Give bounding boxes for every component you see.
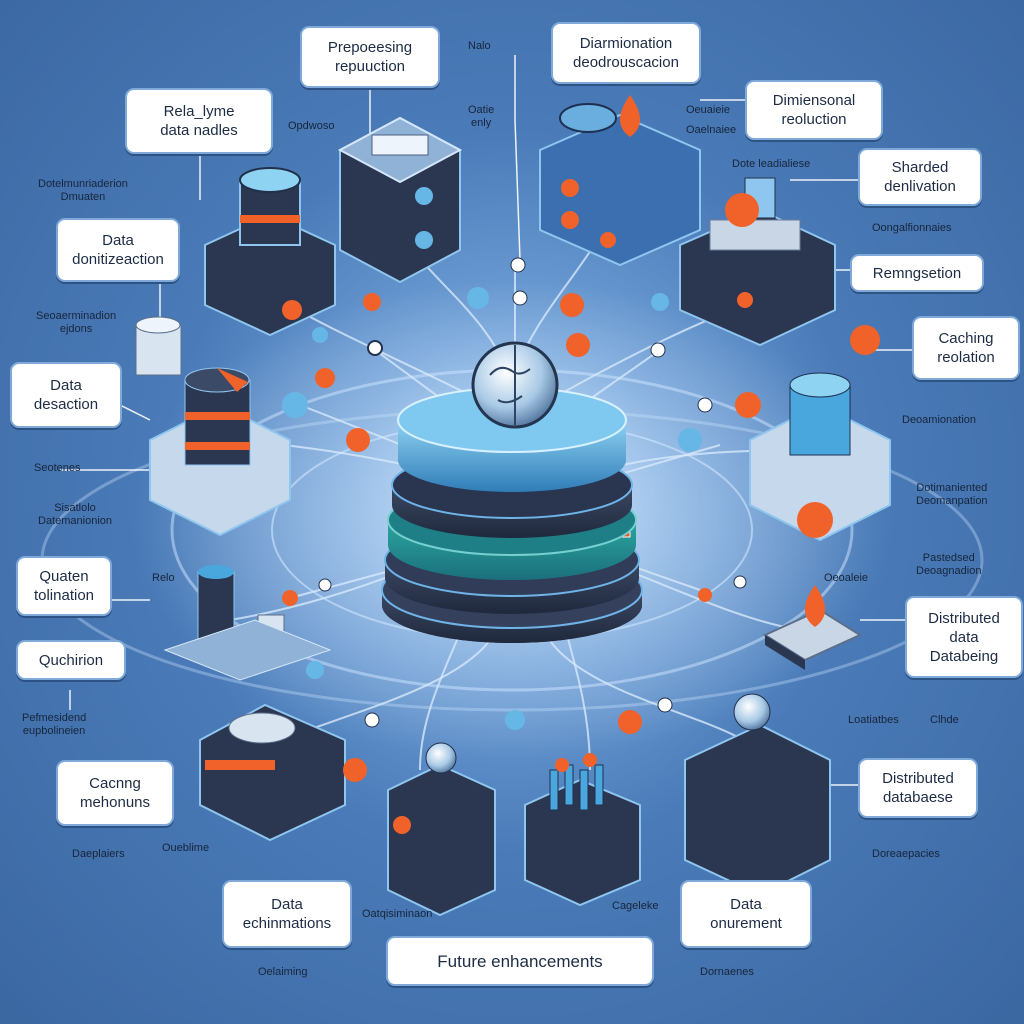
annotation: Oelaiming xyxy=(258,966,308,978)
annotation: Oeoaleie xyxy=(824,572,869,584)
annotation: Dornaenes xyxy=(700,966,754,978)
database-stack-icon xyxy=(204,167,336,337)
server-rack-icon xyxy=(337,116,463,284)
annotation: Deoamionation xyxy=(902,414,976,426)
annotation: Oaelnaiee xyxy=(686,124,737,136)
drop-icon xyxy=(539,95,701,267)
footer-future-enhancements: Future enhancements xyxy=(386,936,654,986)
annotation: Seotenes xyxy=(34,462,81,474)
annotation: Oatqisiminaon xyxy=(362,908,433,920)
annotation: Nalo xyxy=(468,40,491,52)
network-node-icon xyxy=(282,257,880,782)
annotation: Loatiatbes xyxy=(848,714,899,726)
annotation: Clhde xyxy=(930,714,959,726)
label-remngsetion: Remngsetion xyxy=(850,254,984,292)
annotation: Daeplaiers xyxy=(72,848,125,860)
annotation: Relo xyxy=(152,572,175,584)
label-quchirion: Quchirion xyxy=(16,640,126,680)
annotation: Oueblime xyxy=(162,842,210,854)
annotation: Dote leadialiese xyxy=(732,158,811,170)
annotation: Opdwoso xyxy=(288,120,335,132)
annotation: Oongalfionnaies xyxy=(872,222,952,234)
annotation: Doreaepacies xyxy=(872,848,940,860)
annotation: Oeuaieie xyxy=(686,104,731,116)
annotation: Cageleke xyxy=(612,900,659,912)
